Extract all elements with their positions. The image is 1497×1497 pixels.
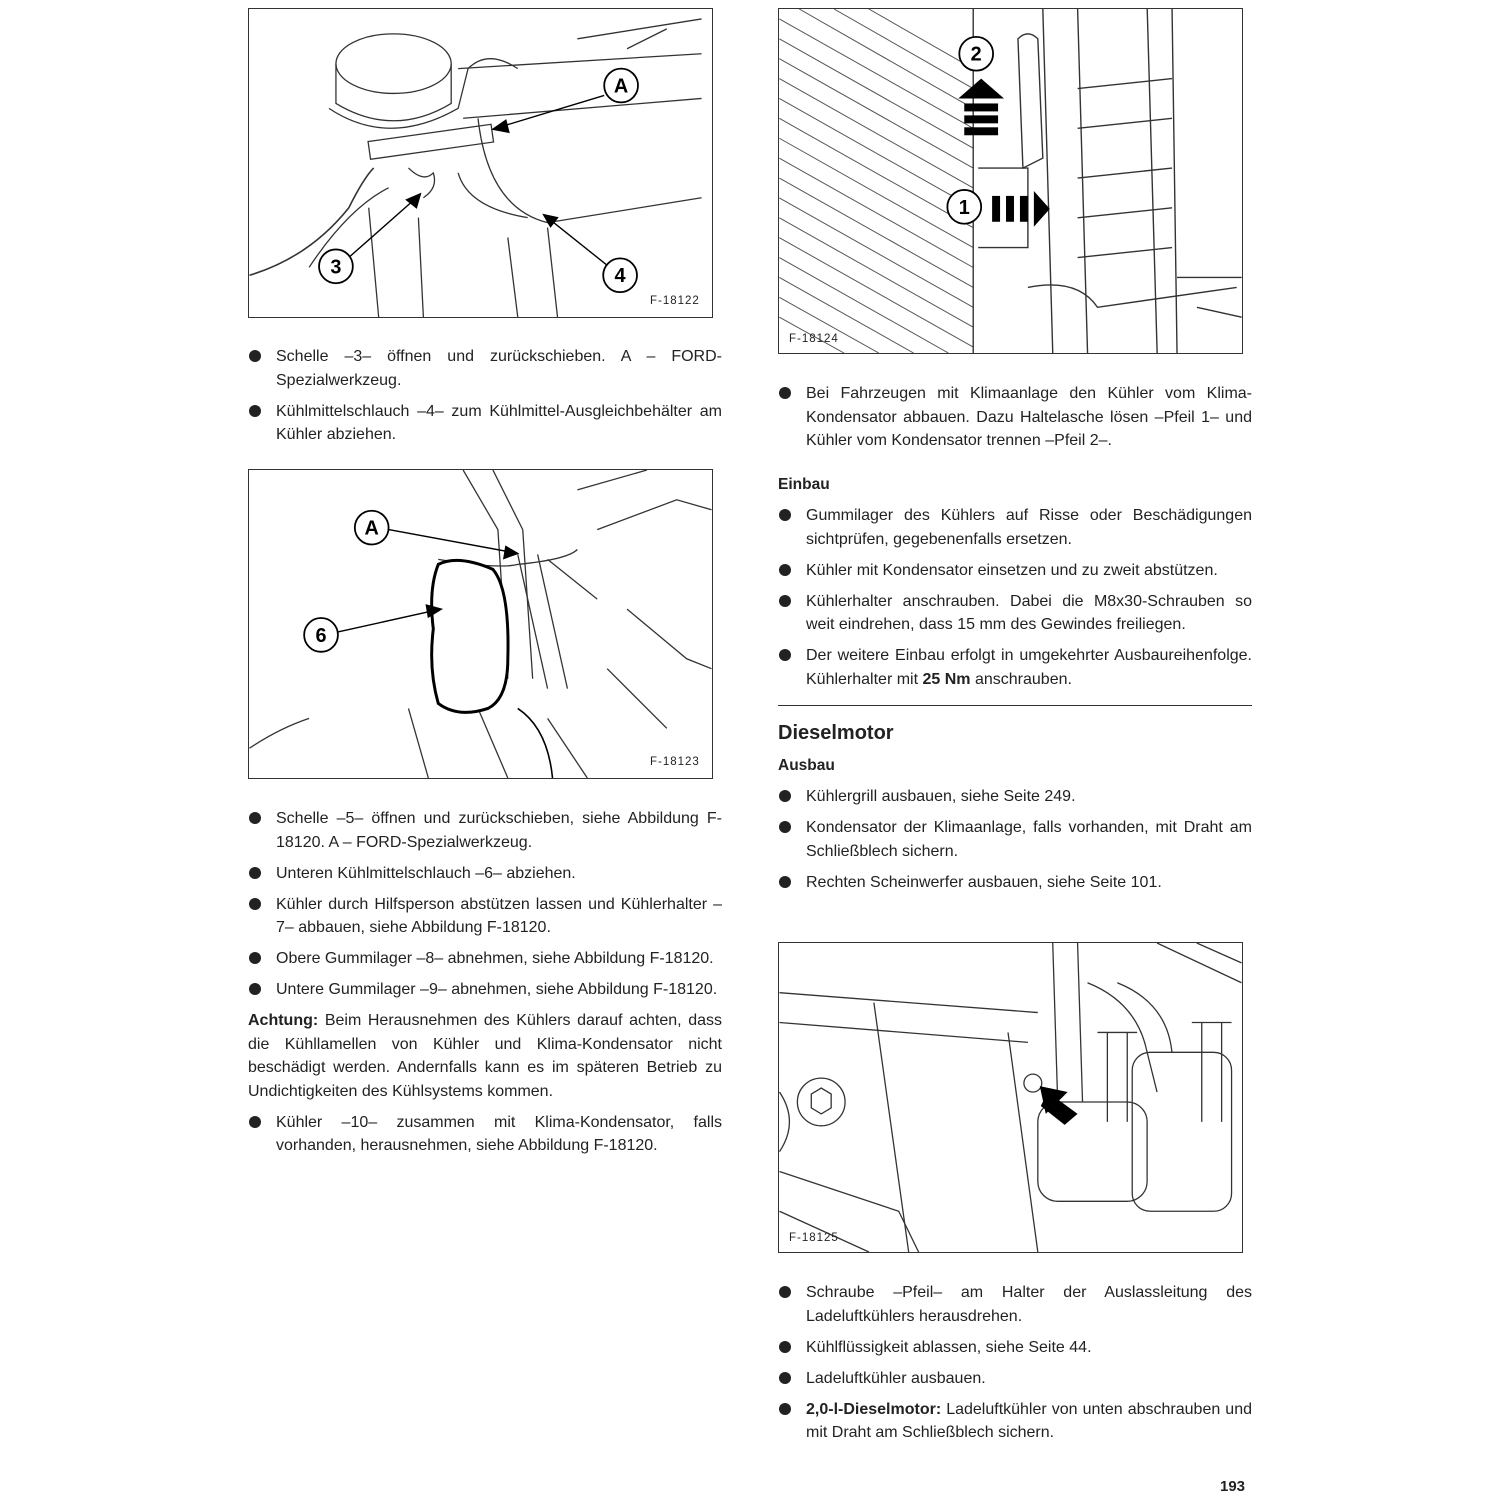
figure-id: F-18124 [789, 333, 839, 345]
list-item: Bei Fahrzeugen mit Klimaanlage den Kühle… [778, 382, 1252, 453]
figure-f18124-drawing: 2 1 [779, 9, 1242, 353]
bullet-icon [249, 983, 261, 995]
list-item: Schelle –3– öffnen und zurückschieben. A… [248, 345, 722, 392]
figure-f18123: A 6 F-18123 [248, 469, 713, 779]
bullet-icon [779, 594, 791, 607]
list-item: Untere Gummilager –9– abnehmen, siehe Ab… [248, 978, 722, 1002]
figure-f18122: A 3 4 F-18122 [248, 8, 713, 318]
bullet-icon [779, 790, 791, 802]
figure-f18122-drawing: A 3 4 [249, 18, 702, 317]
list-item: Kühler durch Hilfsperson abstützen lasse… [248, 893, 722, 940]
callout-4: 4 [602, 257, 638, 294]
list-item: Kühlergrill ausbauen, siehe Seite 249. [778, 785, 1252, 809]
list-item: Der weitere Einbau erfolgt in umgekehrte… [778, 644, 1252, 691]
bullet-icon [779, 649, 791, 661]
figure-f18123-drawing: A 6 [249, 470, 712, 778]
bullet-icon [779, 875, 791, 888]
list-item: Unteren Kühlmittelschlauch –6– abziehen. [248, 862, 722, 886]
callout-6: 6 [303, 617, 339, 653]
list-item: Obere Gummilager –8– abnehmen, siehe Abb… [248, 947, 722, 971]
right-text-block-1: Bei Fahrzeugen mit Klimaanlage den Kühle… [778, 382, 1252, 902]
svg-text:6: 6 [316, 625, 327, 647]
figure-id: F-18123 [650, 756, 700, 768]
bullet-icon [779, 509, 791, 521]
section-divider [778, 705, 1252, 706]
bullet-icon [249, 404, 261, 417]
bullet-icon [779, 1371, 791, 1384]
callout-a: A [353, 509, 390, 546]
list-item: Rechten Scheinwerfer ausbauen, siehe Sei… [778, 871, 1252, 895]
section-heading-dieselmotor: Dieselmotor [778, 722, 894, 744]
figure-id: F-18122 [650, 295, 700, 307]
subheading-ausbau: Ausbau [778, 756, 835, 774]
bullet-icon [779, 1340, 791, 1353]
bullet-icon [249, 952, 261, 964]
callout-a: A [603, 67, 639, 104]
bullet-icon [249, 350, 261, 362]
list-item: Schelle –5– öffnen und zurückschieben, s… [248, 807, 722, 854]
list-item: Gummilager des Kühlers auf Risse oder Be… [778, 504, 1252, 551]
bullet-icon [249, 1115, 261, 1128]
callout-2: 2 [958, 35, 994, 72]
callout-3: 3 [318, 248, 354, 285]
page-number: 193 [1220, 1478, 1246, 1495]
list-item: Ladeluftkühler ausbauen. [778, 1367, 1252, 1391]
svg-text:2: 2 [971, 44, 982, 66]
bullet-icon [779, 1402, 791, 1415]
warning-label: Achtung: [248, 1012, 319, 1029]
list-item: Kühlmittelschlauch –4– zum Kühlmittel-Au… [248, 400, 722, 447]
bullet-icon [779, 563, 791, 576]
svg-text:A: A [365, 518, 379, 540]
svg-text:A: A [614, 75, 628, 97]
bullet-icon [249, 866, 261, 879]
figure-id: F-18125 [789, 1232, 839, 1244]
figure-f18124: 2 1 F-18124 [778, 8, 1243, 354]
bullet-icon [779, 821, 791, 833]
list-item: Schraube –Pfeil– am Halter der Auslassle… [778, 1281, 1252, 1328]
svg-text:1: 1 [959, 197, 970, 219]
svg-text:3: 3 [330, 256, 341, 278]
bullet-icon [249, 897, 261, 910]
figure-f18125: F-18125 [778, 942, 1243, 1253]
list-item: Kühlerhalter anschrauben. Dabei die M8x3… [778, 590, 1252, 637]
left-text-block-2: Schelle –5– öffnen und zurückschieben, s… [248, 807, 722, 1165]
bullet-icon [779, 387, 791, 399]
list-item: Kühler mit Kondensator einsetzen und zu … [778, 559, 1252, 583]
bullet-icon [249, 812, 261, 824]
callout-1: 1 [946, 189, 983, 225]
figure-f18125-drawing [779, 943, 1242, 1252]
bullet-icon [779, 1286, 791, 1298]
svg-text:4: 4 [615, 265, 626, 287]
list-item: 2,0-l-Dieselmotor: Ladeluftkühler von un… [778, 1398, 1252, 1445]
list-item: Kühler –10– zusammen mit Klima-Kondensat… [248, 1111, 722, 1158]
list-item: Kondensator der Klimaanlage, falls vorha… [778, 816, 1252, 863]
left-text-block-1: Schelle –3– öffnen und zurückschieben. A… [248, 345, 722, 454]
warning-note: Achtung: Beim Herausnehmen des Kühlers d… [248, 1012, 722, 1100]
subheading-einbau: Einbau [778, 475, 830, 493]
list-item: Kühlflüssigkeit ablassen, siehe Seite 44… [778, 1336, 1252, 1360]
right-text-block-2: Schraube –Pfeil– am Halter der Auslassle… [778, 1281, 1252, 1452]
